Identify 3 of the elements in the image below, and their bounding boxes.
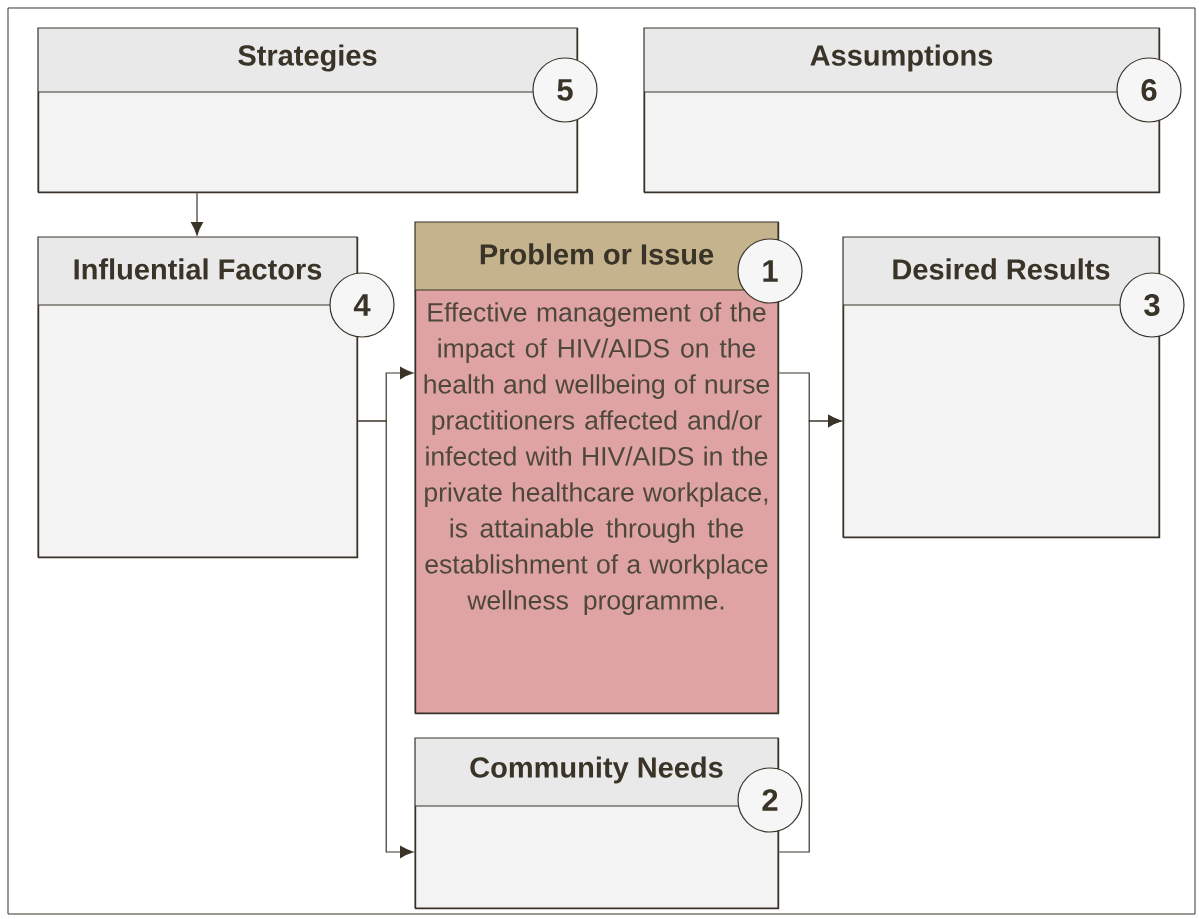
arrow — [191, 192, 203, 236]
arrow — [778, 415, 842, 853]
arrow — [357, 420, 414, 858]
